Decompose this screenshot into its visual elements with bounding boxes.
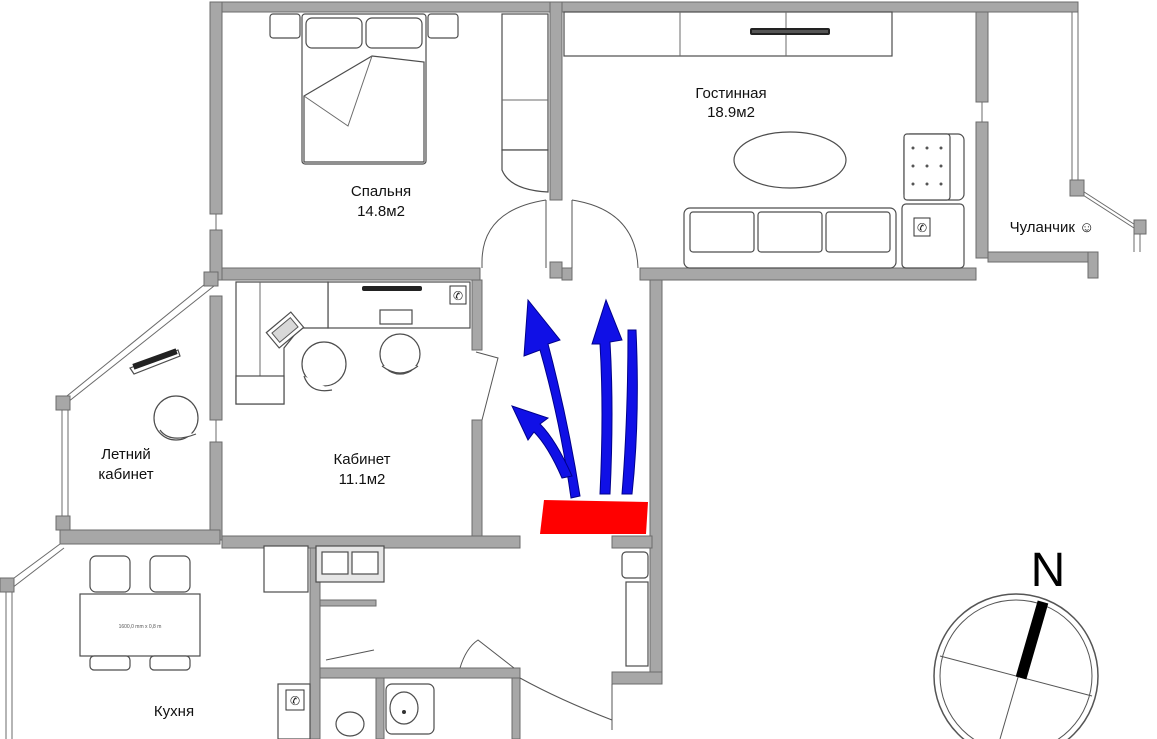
phone-icon: ✆ xyxy=(449,285,467,305)
bedroom-area: 14.8м2 xyxy=(357,203,405,220)
kitchen-name: Кухня xyxy=(154,703,194,720)
svg-text:✆: ✆ xyxy=(917,221,927,235)
compass-icon: N xyxy=(933,544,1099,739)
living-area: 18.9м2 xyxy=(707,104,755,121)
office-name: Кабинет xyxy=(333,451,390,468)
phone-icon: ✆ xyxy=(285,689,305,711)
summer-office-furniture xyxy=(129,348,199,441)
kitchen-furniture: 1600,0 mm x 0,8 m ✆ xyxy=(79,545,649,739)
room-labels: Спальня 14.8м2 Гостинная 18.9м2 Чуланчик… xyxy=(98,85,1094,720)
heater-block xyxy=(540,500,648,534)
svg-text:✆: ✆ xyxy=(290,694,300,708)
airflow-arrow xyxy=(523,298,581,499)
phone-icon: ✆ xyxy=(913,217,931,237)
summer-office-name-2: кабинет xyxy=(98,466,153,483)
tv-icon xyxy=(750,28,830,35)
airflow-arrow xyxy=(511,405,573,479)
bedroom-name: Спальня xyxy=(351,183,411,200)
walls xyxy=(59,1,1099,739)
windows xyxy=(0,12,1147,739)
living-furniture: ✆ xyxy=(563,11,965,269)
compass-label: N xyxy=(1031,544,1066,597)
living-name: Гостинная xyxy=(695,85,766,102)
summer-office-name-1: Летний xyxy=(101,446,151,463)
doors xyxy=(325,199,639,730)
airflow-arrows xyxy=(511,298,638,499)
tv-icon xyxy=(362,286,422,291)
svg-text:✆: ✆ xyxy=(453,289,463,303)
office-furniture: ✆ xyxy=(235,281,471,405)
table-note: 1600,0 mm x 0,8 m xyxy=(119,624,162,630)
airflow-arrow xyxy=(621,329,638,495)
office-area: 11.1м2 xyxy=(339,471,386,488)
airflow-arrow xyxy=(591,298,623,495)
bedroom-furniture xyxy=(269,13,549,193)
closet-name: Чуланчик ☺ xyxy=(1010,219,1095,236)
